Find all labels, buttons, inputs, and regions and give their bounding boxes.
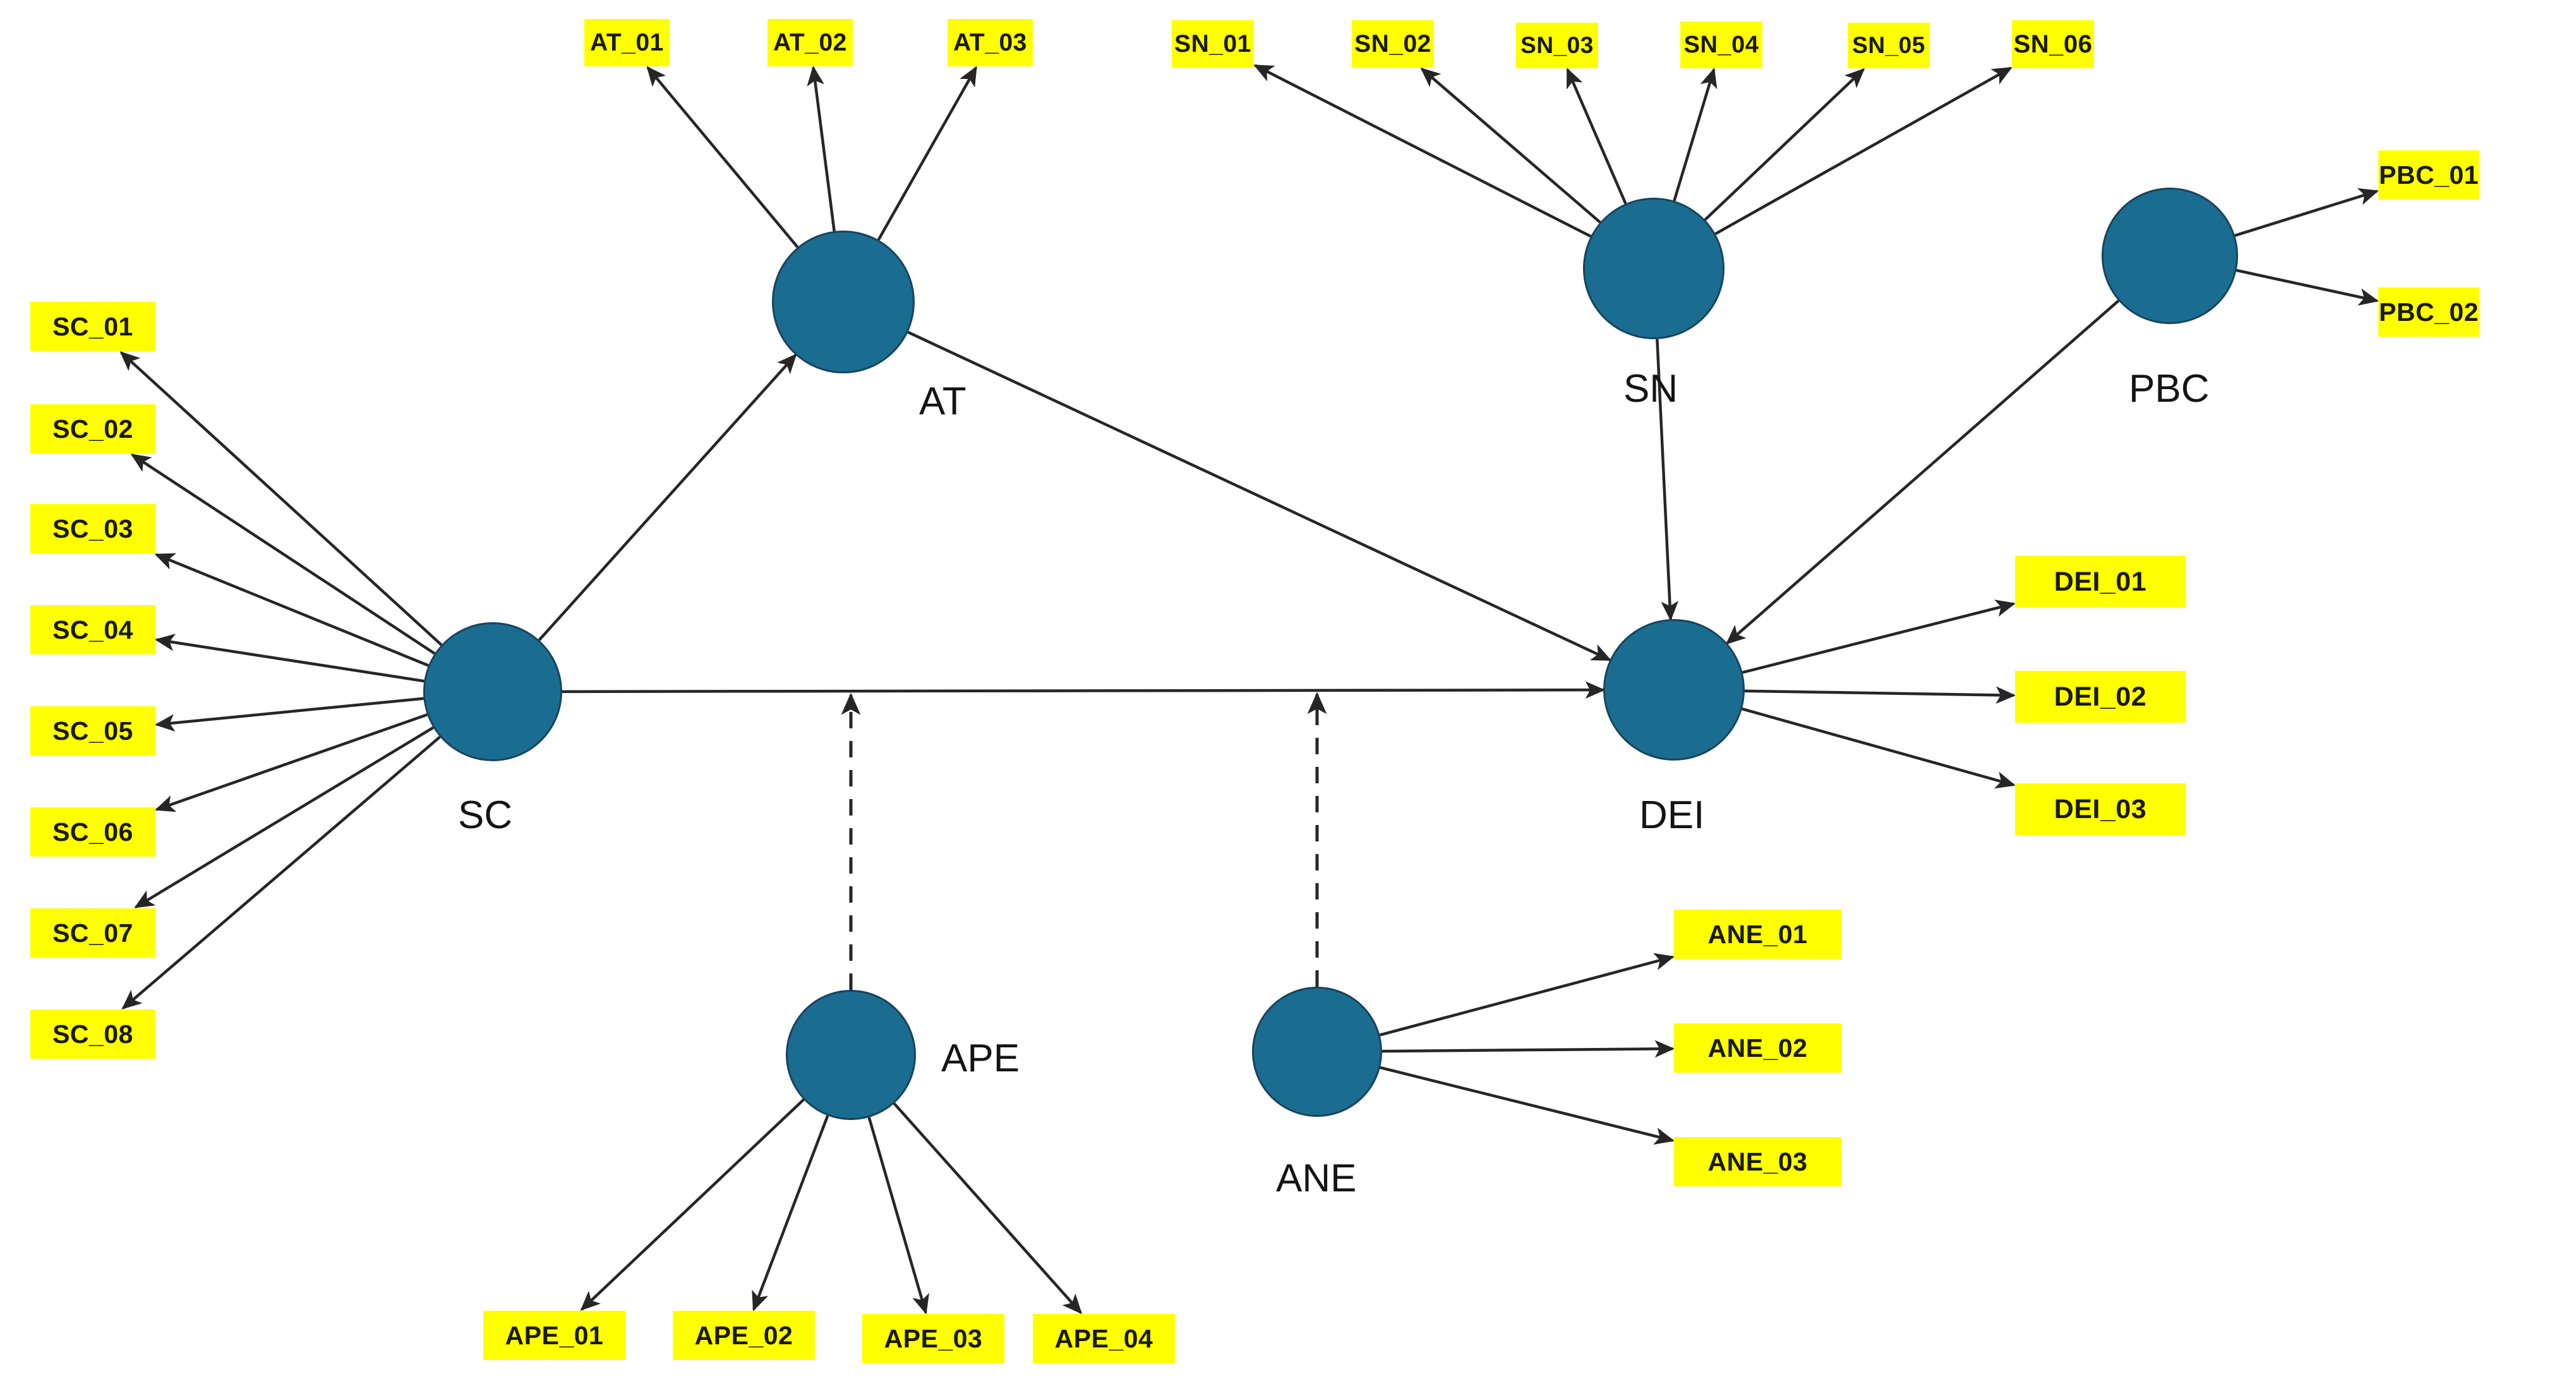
construct-node-ane[interactable] — [1252, 987, 1382, 1117]
construct-label-at: AT — [919, 380, 966, 423]
indicator-sc_04[interactable]: SC_04 — [30, 605, 155, 654]
indicator-sn_02[interactable]: SN_02 — [1352, 20, 1434, 68]
indicator-at_02[interactable]: AT_02 — [767, 19, 853, 66]
indicator-pbc_02[interactable]: PBC_02 — [2378, 287, 2479, 337]
indicator-at_03[interactable]: AT_03 — [948, 19, 1033, 66]
construct-label-ane: ANE — [1276, 1157, 1357, 1200]
indicator-at_01[interactable]: AT_01 — [584, 19, 670, 66]
indicator-ane_03[interactable]: ANE_03 — [1674, 1137, 1841, 1186]
construct-node-dei[interactable] — [1603, 619, 1745, 761]
indicator-sc_01[interactable]: SC_01 — [30, 302, 155, 351]
edge — [154, 697, 424, 732]
edge — [538, 353, 797, 641]
indicator-pbc_01[interactable]: PBC_01 — [2378, 150, 2479, 200]
indicator-ape_01[interactable]: APE_01 — [483, 1311, 625, 1360]
construct-node-pbc[interactable] — [2102, 188, 2238, 324]
indicator-sc_02[interactable]: SC_02 — [30, 404, 155, 454]
edge — [867, 1117, 929, 1315]
edge — [1704, 68, 1865, 221]
edge — [1566, 68, 1627, 205]
edge — [1381, 1040, 1675, 1058]
edge — [2234, 188, 2380, 237]
indicator-sn_04[interactable]: SN_04 — [1680, 21, 1762, 68]
construct-node-sn[interactable] — [1583, 198, 1724, 339]
construct-node-at[interactable] — [772, 231, 915, 373]
indicator-sc_05[interactable]: SC_05 — [30, 706, 155, 756]
indicator-ape_03[interactable]: APE_03 — [862, 1314, 1004, 1363]
edge — [154, 553, 429, 667]
edge — [562, 681, 1606, 699]
edge — [1714, 66, 2013, 236]
construct-node-ape[interactable] — [786, 990, 916, 1120]
indicator-sc_06[interactable]: SC_06 — [30, 807, 155, 857]
indicator-ape_04[interactable]: APE_04 — [1033, 1314, 1175, 1363]
edge — [807, 65, 836, 232]
edge — [155, 713, 428, 812]
indicator-sc_07[interactable]: SC_07 — [30, 908, 155, 958]
edge — [119, 351, 443, 646]
edge — [130, 454, 436, 655]
edge — [877, 66, 978, 241]
edge — [893, 1102, 1083, 1315]
edge — [1420, 67, 1601, 224]
construct-label-sc: SC — [458, 793, 513, 837]
construct-label-ape: APE — [941, 1037, 1020, 1080]
indicator-sn_05[interactable]: SN_05 — [1848, 23, 1930, 68]
edge — [2236, 268, 2380, 306]
edge — [1744, 686, 2016, 704]
indicator-sc_03[interactable]: SC_03 — [30, 504, 155, 553]
indicator-ape_02[interactable]: APE_02 — [673, 1311, 815, 1360]
edge — [580, 1099, 805, 1311]
edge — [134, 726, 434, 908]
edge — [1673, 67, 1718, 202]
edge — [646, 66, 799, 248]
edge — [1742, 708, 2016, 789]
construct-label-dei: DEI — [1639, 793, 1705, 837]
construct-label-sn: SN — [1623, 367, 1678, 411]
edge — [121, 735, 441, 1010]
indicator-dei_01[interactable]: DEI_01 — [2015, 556, 2186, 608]
edge — [154, 634, 424, 683]
indicator-sn_01[interactable]: SN_01 — [1172, 20, 1254, 68]
edge — [1380, 1066, 1675, 1145]
indicator-sc_08[interactable]: SC_08 — [30, 1009, 155, 1059]
indicator-dei_03[interactable]: DEI_03 — [2015, 783, 2186, 835]
indicator-dei_02[interactable]: DEI_02 — [2015, 671, 2186, 723]
indicator-sn_03[interactable]: SN_03 — [1516, 23, 1598, 68]
edge — [752, 1115, 829, 1311]
edge — [1742, 599, 2016, 674]
indicator-sn_06[interactable]: SN_06 — [2012, 20, 2094, 68]
construct-label-pbc: PBC — [2129, 367, 2210, 411]
edge — [907, 330, 1612, 661]
indicator-ane_01[interactable]: ANE_01 — [1674, 910, 1841, 959]
edge — [1379, 953, 1675, 1037]
construct-node-sc[interactable] — [423, 622, 562, 761]
indicator-ane_02[interactable]: ANE_02 — [1674, 1023, 1841, 1073]
edge — [1253, 64, 1592, 238]
